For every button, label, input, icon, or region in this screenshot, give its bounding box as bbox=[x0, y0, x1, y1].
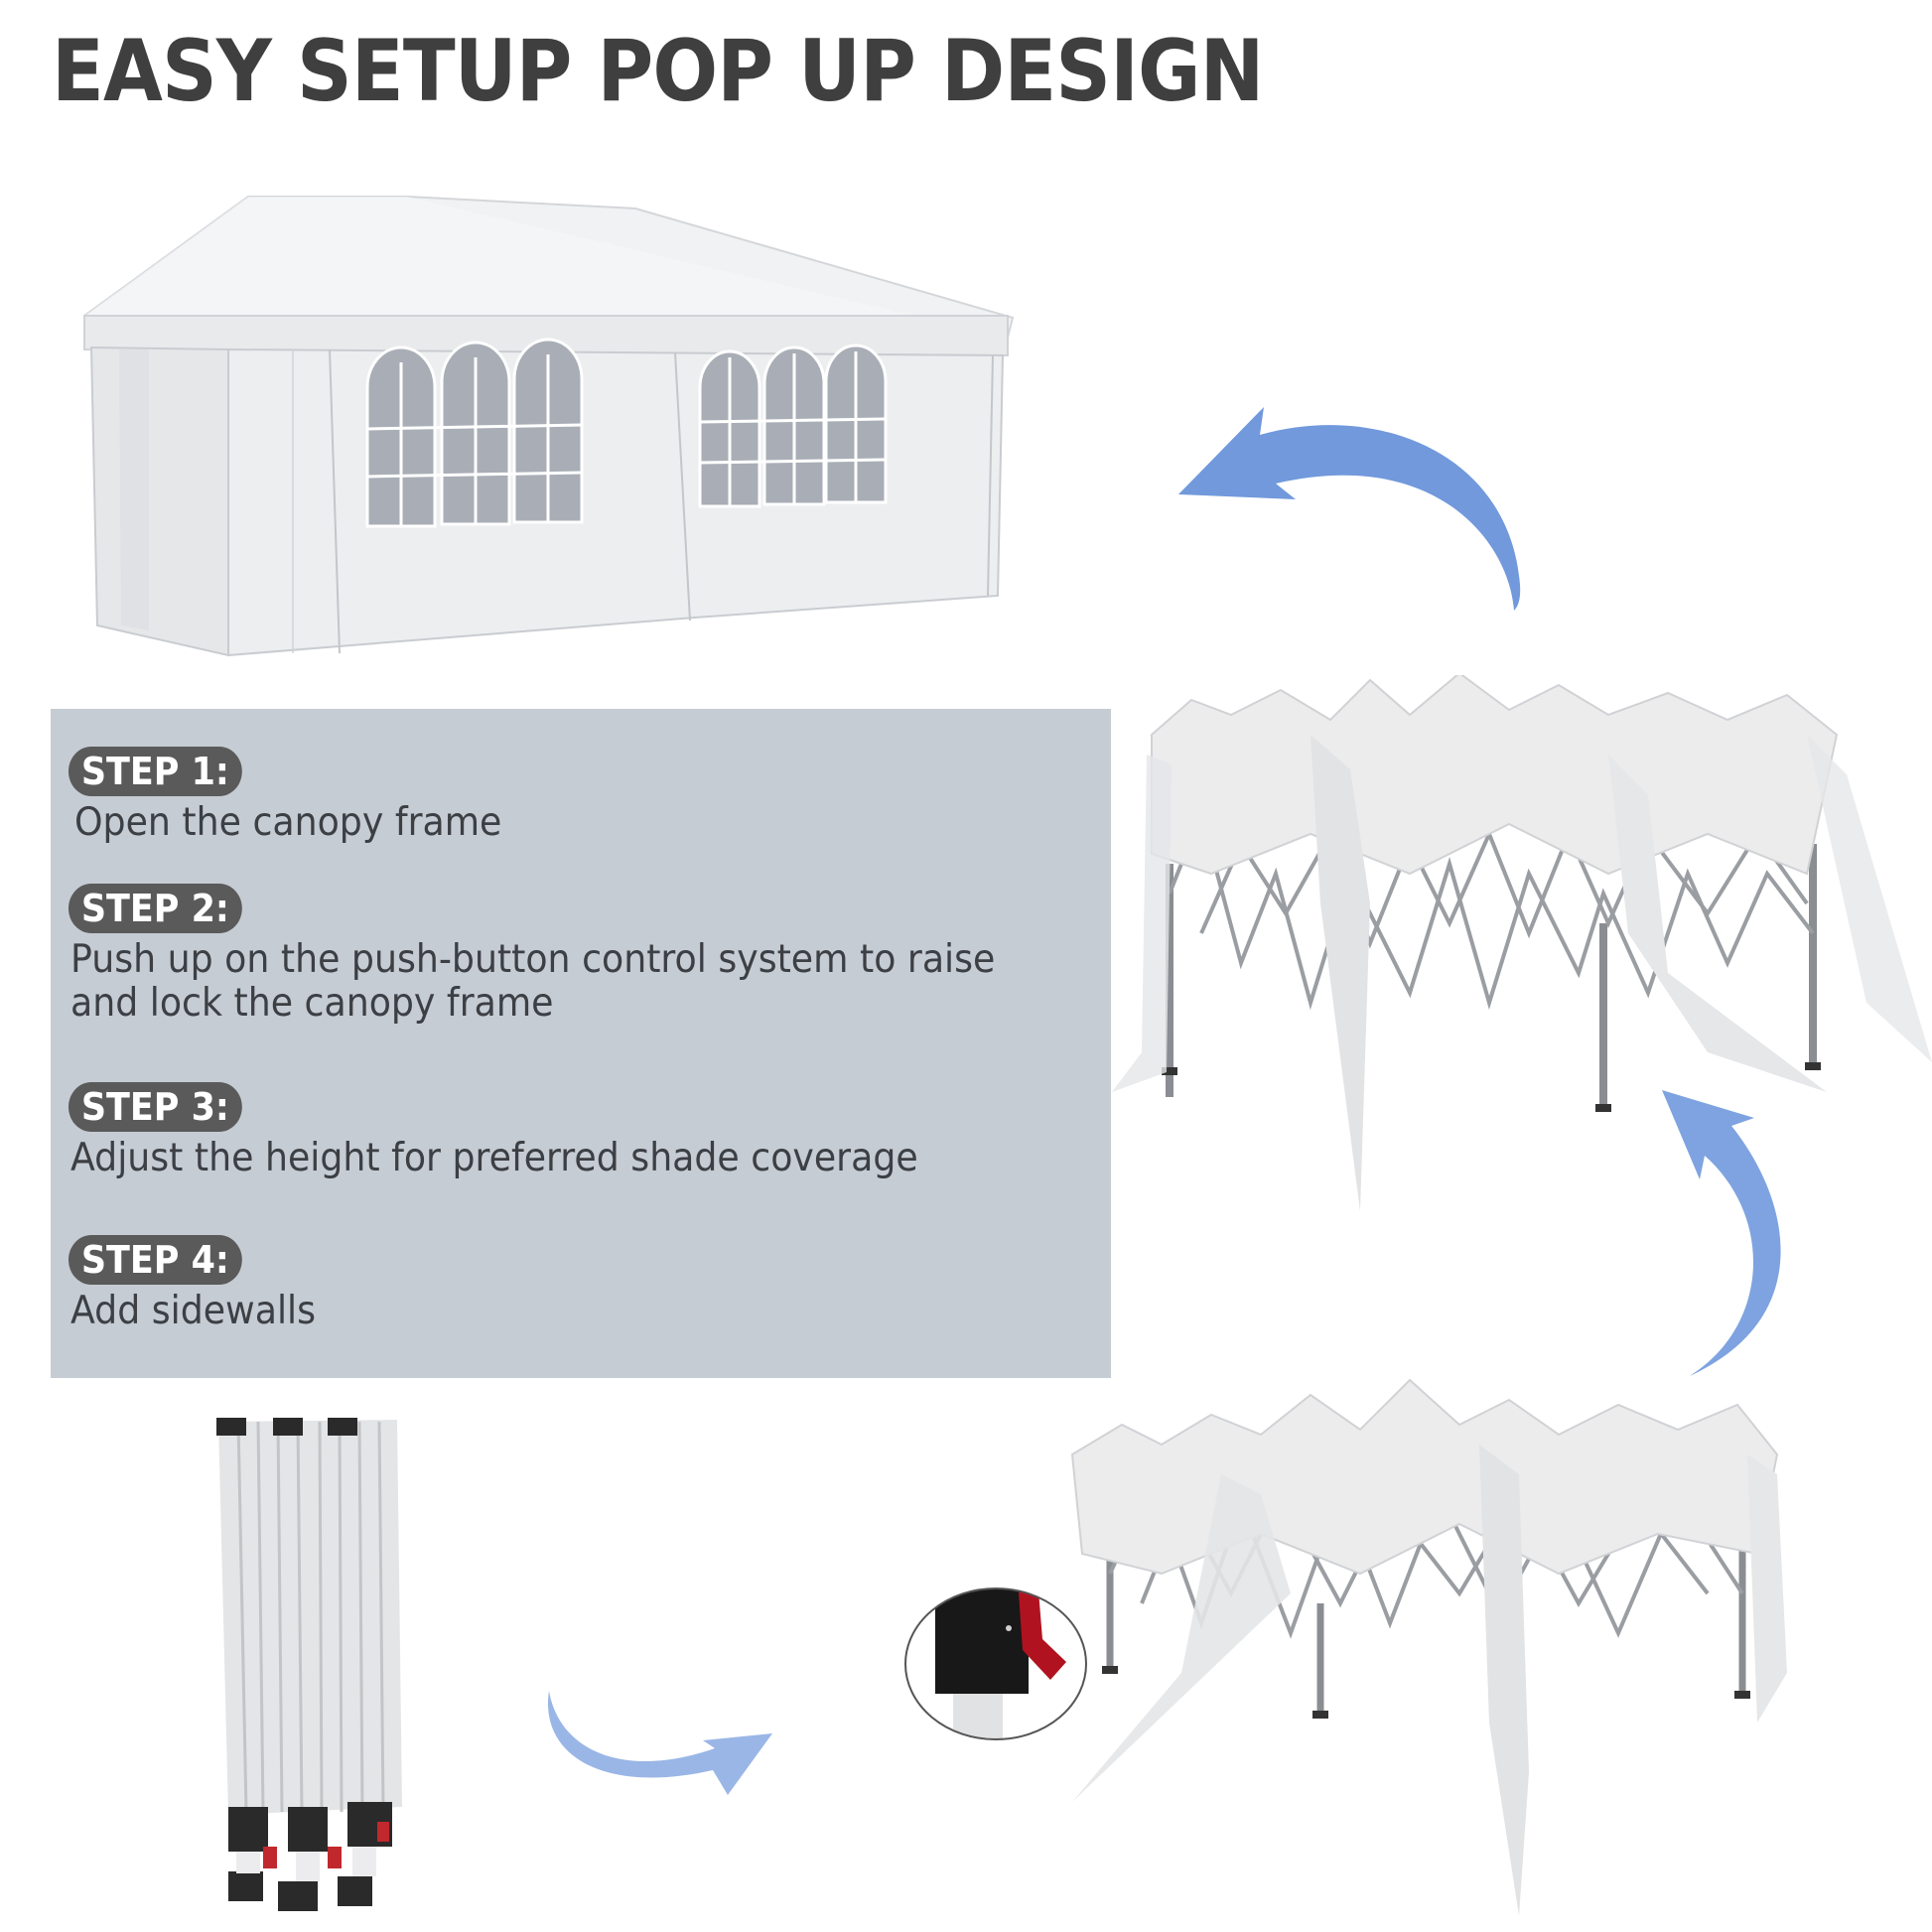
step-2: STEP 2: Push up on the push-button contr… bbox=[69, 884, 1064, 1027]
canopy-raised-image bbox=[1112, 675, 1932, 1211]
step-1: STEP 1: Open the canopy frame bbox=[69, 747, 534, 846]
step-badge: STEP 1: bbox=[69, 747, 242, 796]
step-badge: STEP 3: bbox=[69, 1082, 242, 1132]
step-description: Adjust the height for preferred shade co… bbox=[70, 1136, 918, 1180]
page-title: EASY SETUP POP UP DESIGN bbox=[52, 22, 1264, 121]
step-4: STEP 4: Add sidewalls bbox=[69, 1235, 335, 1334]
curved-arrow-right-icon bbox=[547, 1691, 772, 1795]
step-description: Push up on the push-button control syste… bbox=[70, 937, 996, 982]
push-button-detail-image bbox=[904, 1587, 1087, 1740]
assembled-tent-image bbox=[83, 196, 1015, 657]
step-badge: STEP 2: bbox=[69, 884, 242, 933]
setup-steps-panel: STEP 1: Open the canopy frame STEP 2: Pu… bbox=[51, 709, 1111, 1378]
curved-arrow-left-icon bbox=[1178, 407, 1521, 611]
step-description: Open the canopy frame bbox=[74, 800, 502, 845]
step-badge: STEP 4: bbox=[69, 1235, 242, 1285]
folded-frame-image bbox=[216, 1418, 402, 1911]
canopy-opened-image bbox=[1070, 1378, 1787, 1916]
curved-arrow-up-icon bbox=[1662, 1090, 1781, 1376]
step-description: Add sidewalls bbox=[70, 1289, 317, 1333]
step-description-continued: and lock the canopy frame bbox=[70, 981, 554, 1026]
step-3: STEP 3: Adjust the height for preferred … bbox=[69, 1082, 982, 1181]
